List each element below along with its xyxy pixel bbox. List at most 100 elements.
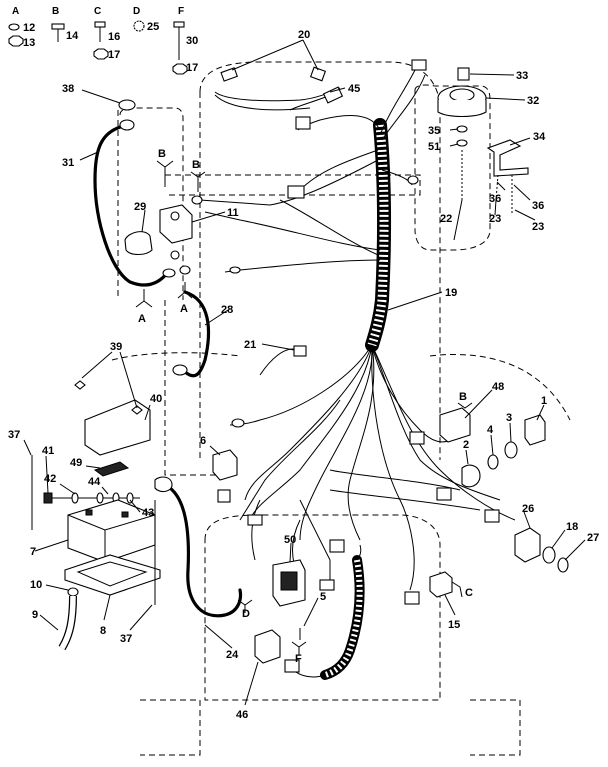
battery-tray-icon <box>64 554 161 596</box>
washer-icon <box>96 492 104 504</box>
callout-37-right: 37 <box>120 633 132 645</box>
ring-terminal-icon <box>172 364 188 376</box>
callout-36-left: 36 <box>489 193 501 205</box>
marker-arrow <box>457 402 473 409</box>
connector-icon <box>329 539 345 553</box>
callout-44: 44 <box>88 476 101 488</box>
legend-letter-f: F <box>178 6 184 17</box>
harness-wire <box>244 344 373 501</box>
legend-letter-c: C <box>94 6 101 17</box>
marker-c: C <box>465 587 473 599</box>
connector-icon <box>217 489 231 503</box>
connector-icon <box>411 59 427 71</box>
callout-51: 51 <box>428 141 440 153</box>
switch-knob-icon <box>557 557 569 573</box>
bracket-bolt <box>495 174 499 201</box>
harness-wire-21 <box>259 348 299 376</box>
legend-c-callout-1: 16 <box>108 31 120 43</box>
ignition-key-icon <box>461 464 481 488</box>
connector-markers: B B A A B D F C <box>135 148 473 665</box>
pto-clutch-outline <box>414 84 491 251</box>
harness-wire-45 <box>214 94 311 111</box>
callout-1: 1 <box>541 395 547 407</box>
legend-letter-a: A <box>12 6 19 17</box>
battery-cable-31 <box>93 123 170 287</box>
battery-pad-icon <box>93 461 130 477</box>
battery-cable-28 <box>183 290 211 378</box>
connector-icon <box>284 659 300 673</box>
callout-27: 27 <box>587 532 599 544</box>
marker-b-right: B <box>459 391 467 403</box>
callout-50: 50 <box>284 534 296 546</box>
marker-arrow <box>237 599 253 613</box>
leader-42 <box>59 483 76 495</box>
relay-module-face <box>280 571 298 591</box>
marker-arrow <box>135 289 153 308</box>
callout-2: 2 <box>463 439 469 451</box>
callout-42: 42 <box>44 473 56 485</box>
clutch-bracket-icon <box>486 139 529 177</box>
harness-wire <box>329 469 461 491</box>
parts <box>31 59 569 673</box>
washer-icon <box>126 492 134 504</box>
callout-22: 22 <box>440 213 452 225</box>
leader-35 <box>449 128 459 131</box>
callout-41: 41 <box>42 445 54 457</box>
ignition-nut-icon <box>504 441 518 459</box>
hex-nut-icon <box>172 63 188 75</box>
harness-wire <box>371 344 451 443</box>
leader-23a <box>494 199 497 216</box>
harness-wire <box>379 69 416 136</box>
leader-43 <box>129 499 141 513</box>
legend-a-callout-1: 12 <box>23 22 35 34</box>
marker-d: D <box>242 608 250 620</box>
callout-6: 6 <box>200 435 206 447</box>
harness-wire <box>279 199 379 256</box>
harness-wire <box>251 499 261 561</box>
light-switch-icon <box>514 527 541 563</box>
connector-icon <box>229 266 241 274</box>
harness-wire <box>299 499 331 580</box>
connector-icon <box>322 86 344 104</box>
pto-clutch-body <box>437 100 487 118</box>
callout-numbers: 20 45 33 32 38 35 51 34 31 29 11 36 36 2… <box>8 29 599 721</box>
legend-d-callout-1: 25 <box>147 21 159 33</box>
connector-icon <box>287 185 305 199</box>
leader-45 <box>329 87 346 93</box>
harness-wire <box>347 344 375 541</box>
bolt-head-icon <box>43 492 53 504</box>
hex-nut-icon <box>93 48 109 60</box>
leader-22 <box>453 199 463 241</box>
switch-nut-icon <box>542 546 556 564</box>
harness-wire <box>224 259 381 273</box>
wing-nut-icon <box>74 380 86 390</box>
leader-24 <box>204 624 233 649</box>
leader-6 <box>209 445 221 456</box>
callout-21: 21 <box>244 339 256 351</box>
harness-wire <box>299 344 373 541</box>
leader-9 <box>39 614 59 631</box>
lock-washer-icon <box>8 23 20 31</box>
marker-a-left: A <box>138 313 146 325</box>
vent-tube-inner <box>59 595 76 650</box>
legend-c-callout-2: 17 <box>108 49 120 61</box>
harness-wire <box>371 344 516 521</box>
leader-26 <box>523 511 531 529</box>
hex-nut-icon <box>8 35 24 47</box>
battery-tray-recess <box>76 561 148 587</box>
marker-arrow <box>177 282 193 299</box>
harness-wire <box>299 149 379 191</box>
harness-wire <box>229 344 373 426</box>
leader-44 <box>101 486 109 495</box>
main-harness <box>199 69 516 680</box>
leader-31 <box>79 151 99 161</box>
leader-20 <box>231 39 319 71</box>
ring-terminal-icon <box>231 418 245 428</box>
connector-icon <box>295 116 311 130</box>
cable-lug-icon <box>119 119 135 131</box>
callout-3: 3 <box>506 412 512 424</box>
hardware-legend: A B C D F 12 13 14 16 17 25 30 17 <box>8 6 198 75</box>
connector-icon <box>309 66 327 82</box>
leader-19 <box>387 291 443 311</box>
callout-9: 9 <box>32 609 38 621</box>
